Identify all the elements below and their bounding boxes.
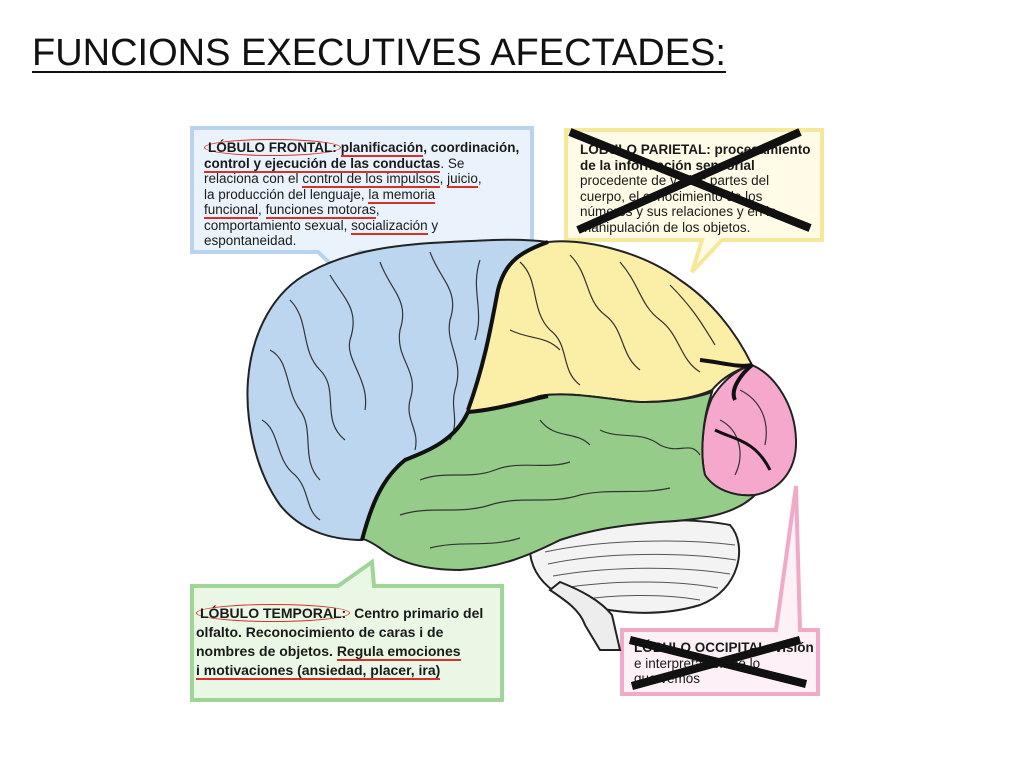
occipital-text-2: que vemos	[634, 671, 701, 686]
parietal-lobe-name: LÓBULO PARIETAL:	[580, 142, 711, 157]
temporal-emotions-2: i motivaciones (ansiedad, placer, ira)	[196, 662, 441, 680]
frontal-text-1: . Se	[440, 155, 465, 171]
frontal-text-7: ,	[375, 202, 380, 217]
parietal-text-4: manipulación de los objetos.	[580, 219, 751, 235]
cerebellum-folds	[544, 540, 737, 601]
temporal-text-1: Centro primario del	[350, 605, 484, 621]
frontal-text-3: ,	[439, 171, 448, 186]
frontal-text-9: y	[427, 217, 439, 233]
occipital-bold-1: visión	[770, 640, 814, 655]
temporal-callout-box	[190, 558, 504, 702]
frontal-text-10: espontaneidad.	[204, 233, 297, 248]
frontal-text-6: ,	[258, 202, 266, 217]
parietal-text-3: números y sus relaciones y en la	[580, 204, 777, 219]
temporal-text-2: olfalto. Reconocimiento de caras i de	[196, 624, 444, 640]
parieto-occipital-sulcus	[699, 358, 754, 401]
frontal-motor: funciones motoras	[265, 202, 376, 219]
occipital-lobe-name: LÓBULO OCCIPITAL:	[634, 640, 771, 655]
parietal-bold-2: de la información sensorial	[580, 157, 755, 173]
temporal-lobe-description: LÓBULO TEMPORAL: Centro primario del olf…	[196, 604, 496, 680]
central-sulcus	[466, 240, 549, 411]
temporal-text-3: nombres de objetos.	[196, 643, 337, 659]
frontal-planning: planificación	[340, 140, 424, 157]
brainstem	[548, 580, 622, 651]
frontal-control: control y ejecución de las conductas	[204, 155, 441, 173]
frontal-lobe-name: LÓBULO FRONTAL:	[204, 139, 341, 156]
parietal-text-1: procedente de varias partes del	[580, 173, 770, 188]
frontal-coordination: , coordinación,	[423, 140, 520, 155]
gyri-lines	[261, 251, 767, 549]
slide-title: FUNCIONS EXECUTIVES AFECTADES:	[32, 32, 726, 74]
frontal-text-5: la producción del lenguaje,	[204, 186, 369, 202]
occipital-lobe-description: LÓBULO OCCIPITAL: visión e interpretació…	[634, 640, 814, 687]
occipital-text-1: e interpretación de lo	[634, 655, 761, 671]
temporal-emotions-1: Regula emociones	[336, 643, 461, 661]
calcarine-sulcus	[714, 428, 772, 471]
frontal-lobe-description: LÓBULO FRONTAL:planificación, coordinaci…	[204, 139, 526, 249]
frontal-text-2: relaciona con el	[204, 171, 303, 186]
frontal-text-4: ,	[477, 171, 482, 186]
parietal-lobe-description: LÓBULO PARIETAL: procesamiento de la inf…	[580, 142, 812, 235]
parietal-bold-1: procesamiento	[710, 142, 811, 157]
lateral-sulcus	[360, 394, 549, 541]
frontal-social: socialización	[351, 217, 428, 235]
parietal-text-2: cuerpo, el conocimiento de los	[580, 188, 763, 204]
frontal-judgement: juicio	[447, 171, 478, 188]
frontal-memory-1: la memoria	[368, 186, 436, 204]
frontal-memory-2: funcional	[204, 202, 259, 219]
temporal-lobe-name: LÓBULO TEMPORAL:	[196, 604, 351, 622]
frontal-impulses: control de los impulsos	[302, 171, 440, 188]
frontal-text-8: comportamiento sexual,	[204, 217, 352, 233]
